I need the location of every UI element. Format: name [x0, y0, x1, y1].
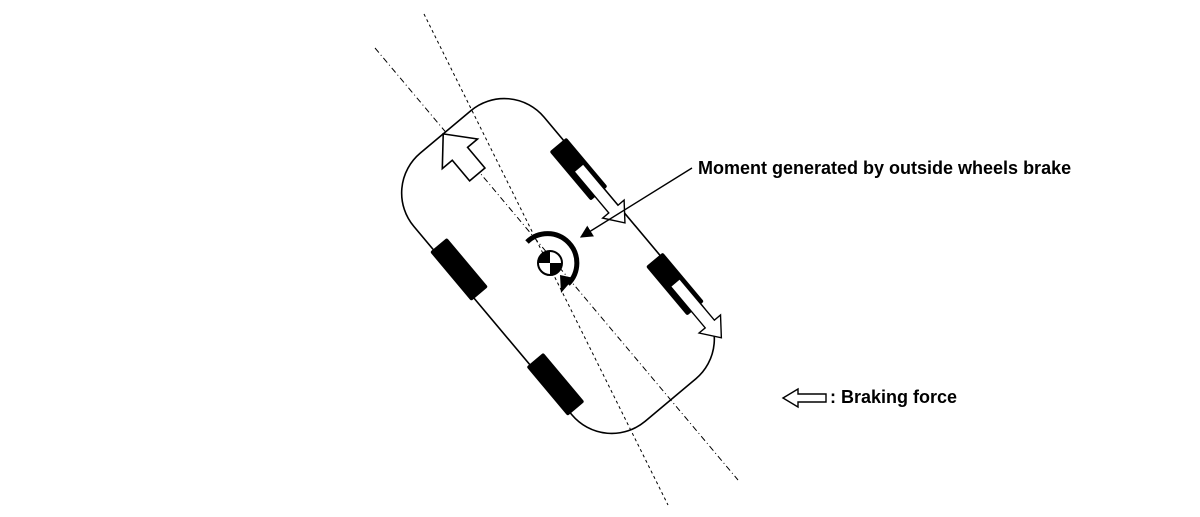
travel-direction-line [423, 13, 669, 506]
legend-braking-force-label: : Braking force [830, 387, 957, 407]
center-of-gravity-icon [537, 250, 563, 276]
moment-leader-line [579, 167, 693, 238]
yaw-moment-icon [525, 231, 580, 293]
braking-force-arrow-rear [669, 277, 723, 339]
moment-label: Moment generated by outside wheels brake [698, 158, 1071, 178]
braking-force-arrow-front [573, 162, 626, 224]
legend: : Braking force [781, 387, 957, 409]
vehicle [400, 97, 723, 435]
travel-direction-arrow [441, 132, 487, 183]
tire-front-left [430, 238, 488, 301]
braking-force-legend-icon [781, 387, 827, 409]
tire-rear-left [527, 353, 584, 416]
